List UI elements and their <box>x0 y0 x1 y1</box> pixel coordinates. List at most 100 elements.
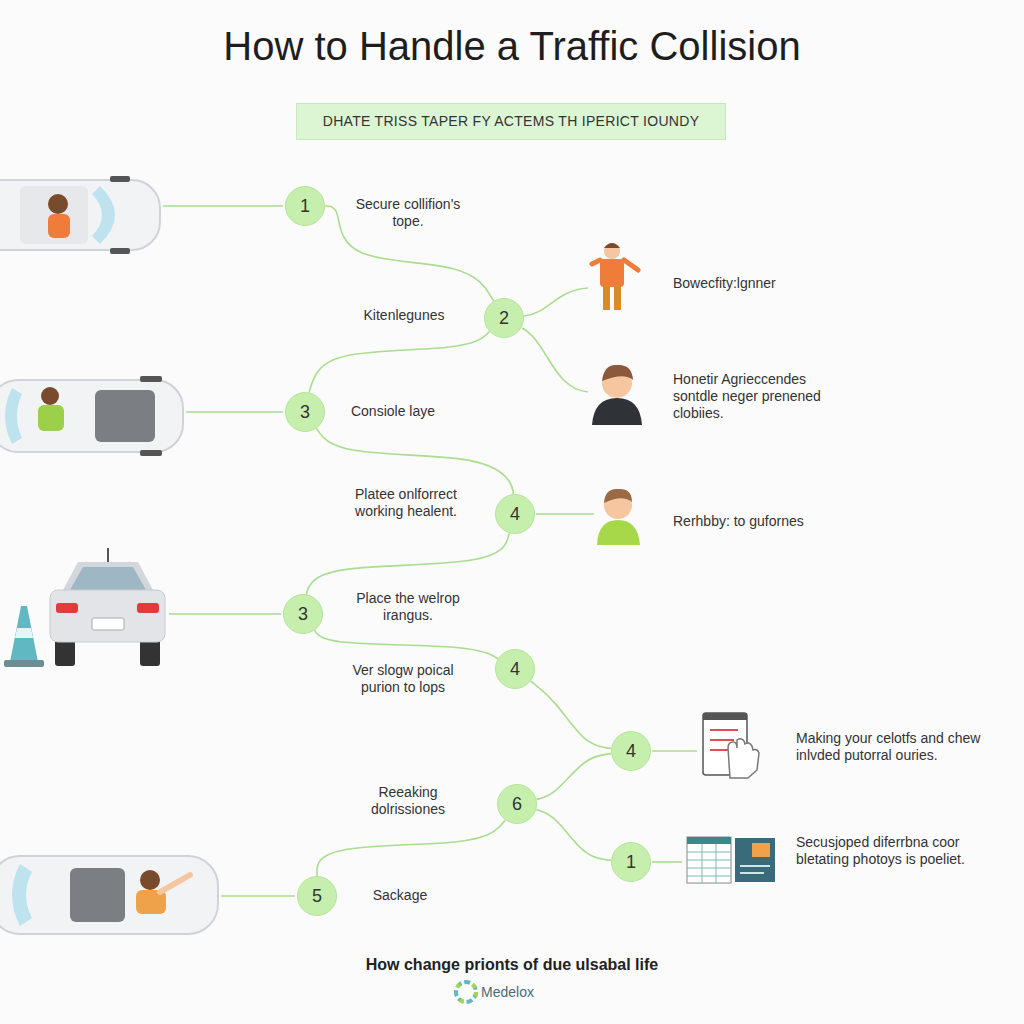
step-label: Sackage <box>350 887 450 904</box>
person-portrait <box>592 365 642 425</box>
car-top-1 <box>0 176 160 254</box>
document-icon <box>703 713 759 778</box>
wheel <box>110 248 130 254</box>
connector <box>317 820 505 876</box>
connector <box>309 332 489 393</box>
car-roof <box>20 186 88 244</box>
spreadsheet-icon <box>687 837 775 883</box>
person-hair <box>604 489 632 503</box>
panel-lines <box>740 866 770 873</box>
driver-arm <box>160 875 190 892</box>
step-label: Making your celotfs and chew inlvded put… <box>796 730 1016 764</box>
step-number: 1 <box>626 852 636 873</box>
step-circle: 3 <box>283 594 323 634</box>
step-number: 6 <box>512 794 522 815</box>
connector <box>536 810 611 861</box>
plate <box>92 618 124 630</box>
wheel <box>110 176 130 182</box>
tail-light <box>137 603 159 613</box>
document-bar <box>703 713 747 720</box>
person-shirt <box>592 398 642 425</box>
wheel <box>140 450 162 456</box>
connector <box>306 533 509 594</box>
person-head <box>604 243 620 259</box>
logo-ring <box>456 982 476 1002</box>
person-shirt <box>597 520 640 545</box>
person-hair <box>604 243 620 248</box>
step-label: Reeaking dolrissiones <box>353 784 463 818</box>
person-leg <box>614 286 621 310</box>
step-circle: 1 <box>285 186 325 226</box>
step-number: 5 <box>312 886 322 907</box>
car-top-4 <box>0 856 218 934</box>
band-text: DHATE TRISS TAPER FY ACTEMS TH IPERICT I… <box>323 113 700 129</box>
step-circle: 4 <box>495 494 535 534</box>
hand <box>728 739 759 778</box>
step-label: Platee onlforrect working healent. <box>346 486 466 520</box>
connector <box>531 681 611 748</box>
step-label: Place the welrop irangus. <box>348 590 468 624</box>
step-circle: 2 <box>484 298 524 338</box>
step-circle: 4 <box>611 731 651 771</box>
car-roof <box>62 562 154 592</box>
leader-lines <box>163 206 697 896</box>
person-vest <box>600 259 624 287</box>
car-front <box>50 548 165 666</box>
step-circle: 5 <box>297 876 337 916</box>
step-label: Ver slogw poical purion to lops <box>343 662 463 696</box>
leader-line <box>652 861 682 863</box>
leader-line <box>163 205 283 207</box>
driver-body <box>48 214 70 238</box>
car-body <box>0 180 160 250</box>
caption: How change prionts of due ulsabal life <box>0 955 1024 975</box>
step-label: Secure collifion's tope. <box>348 196 468 230</box>
leader-line <box>522 328 588 392</box>
logo-text: Medelox <box>481 984 571 1001</box>
leader-line <box>536 513 594 515</box>
driver-head <box>41 387 59 405</box>
step-number: 3 <box>300 402 310 423</box>
driver-head <box>48 194 68 214</box>
connector <box>315 630 498 658</box>
panel-mark <box>752 843 770 857</box>
step-circle: 3 <box>285 392 325 432</box>
windshield <box>5 388 22 444</box>
step-number: 2 <box>499 308 509 329</box>
logo-ring <box>456 982 476 1002</box>
leader-line <box>169 613 281 615</box>
connector <box>536 754 611 800</box>
car-top-2 <box>0 376 183 456</box>
leader-line <box>524 288 588 316</box>
sheet-grid <box>687 844 731 883</box>
step-circle: 4 <box>495 649 535 689</box>
windshield <box>92 186 115 244</box>
step-label: Consiole laye <box>338 403 448 420</box>
driver-head <box>140 870 160 890</box>
step-label: Bowecfity:lgnner <box>673 275 843 292</box>
driver-body <box>38 405 64 431</box>
step-label: Secusjoped diferrbna coor bletating phot… <box>796 834 971 868</box>
step-number: 3 <box>298 604 308 625</box>
step-circle: 1 <box>611 842 651 882</box>
step-number: 4 <box>510 504 520 525</box>
car-body <box>0 856 218 934</box>
person-leg <box>603 286 610 310</box>
leader-line <box>221 895 295 897</box>
connector <box>316 428 513 494</box>
car-body <box>0 380 183 452</box>
step-number: 4 <box>626 741 636 762</box>
sheet-header <box>687 837 731 844</box>
sheet <box>687 837 731 883</box>
person-hair <box>602 365 633 381</box>
traffic-cone <box>4 606 44 667</box>
title: How to Handle a Traffic Collision <box>0 22 1024 70</box>
windshield <box>12 864 32 926</box>
antenna <box>107 548 109 562</box>
windshield <box>70 567 146 590</box>
logo-mark <box>456 982 476 1002</box>
leader-line <box>186 411 283 413</box>
cone-stripe <box>15 628 33 638</box>
step-number: 4 <box>510 659 520 680</box>
cone-body <box>10 606 38 662</box>
step-label: Kitenlegunes <box>349 307 459 324</box>
